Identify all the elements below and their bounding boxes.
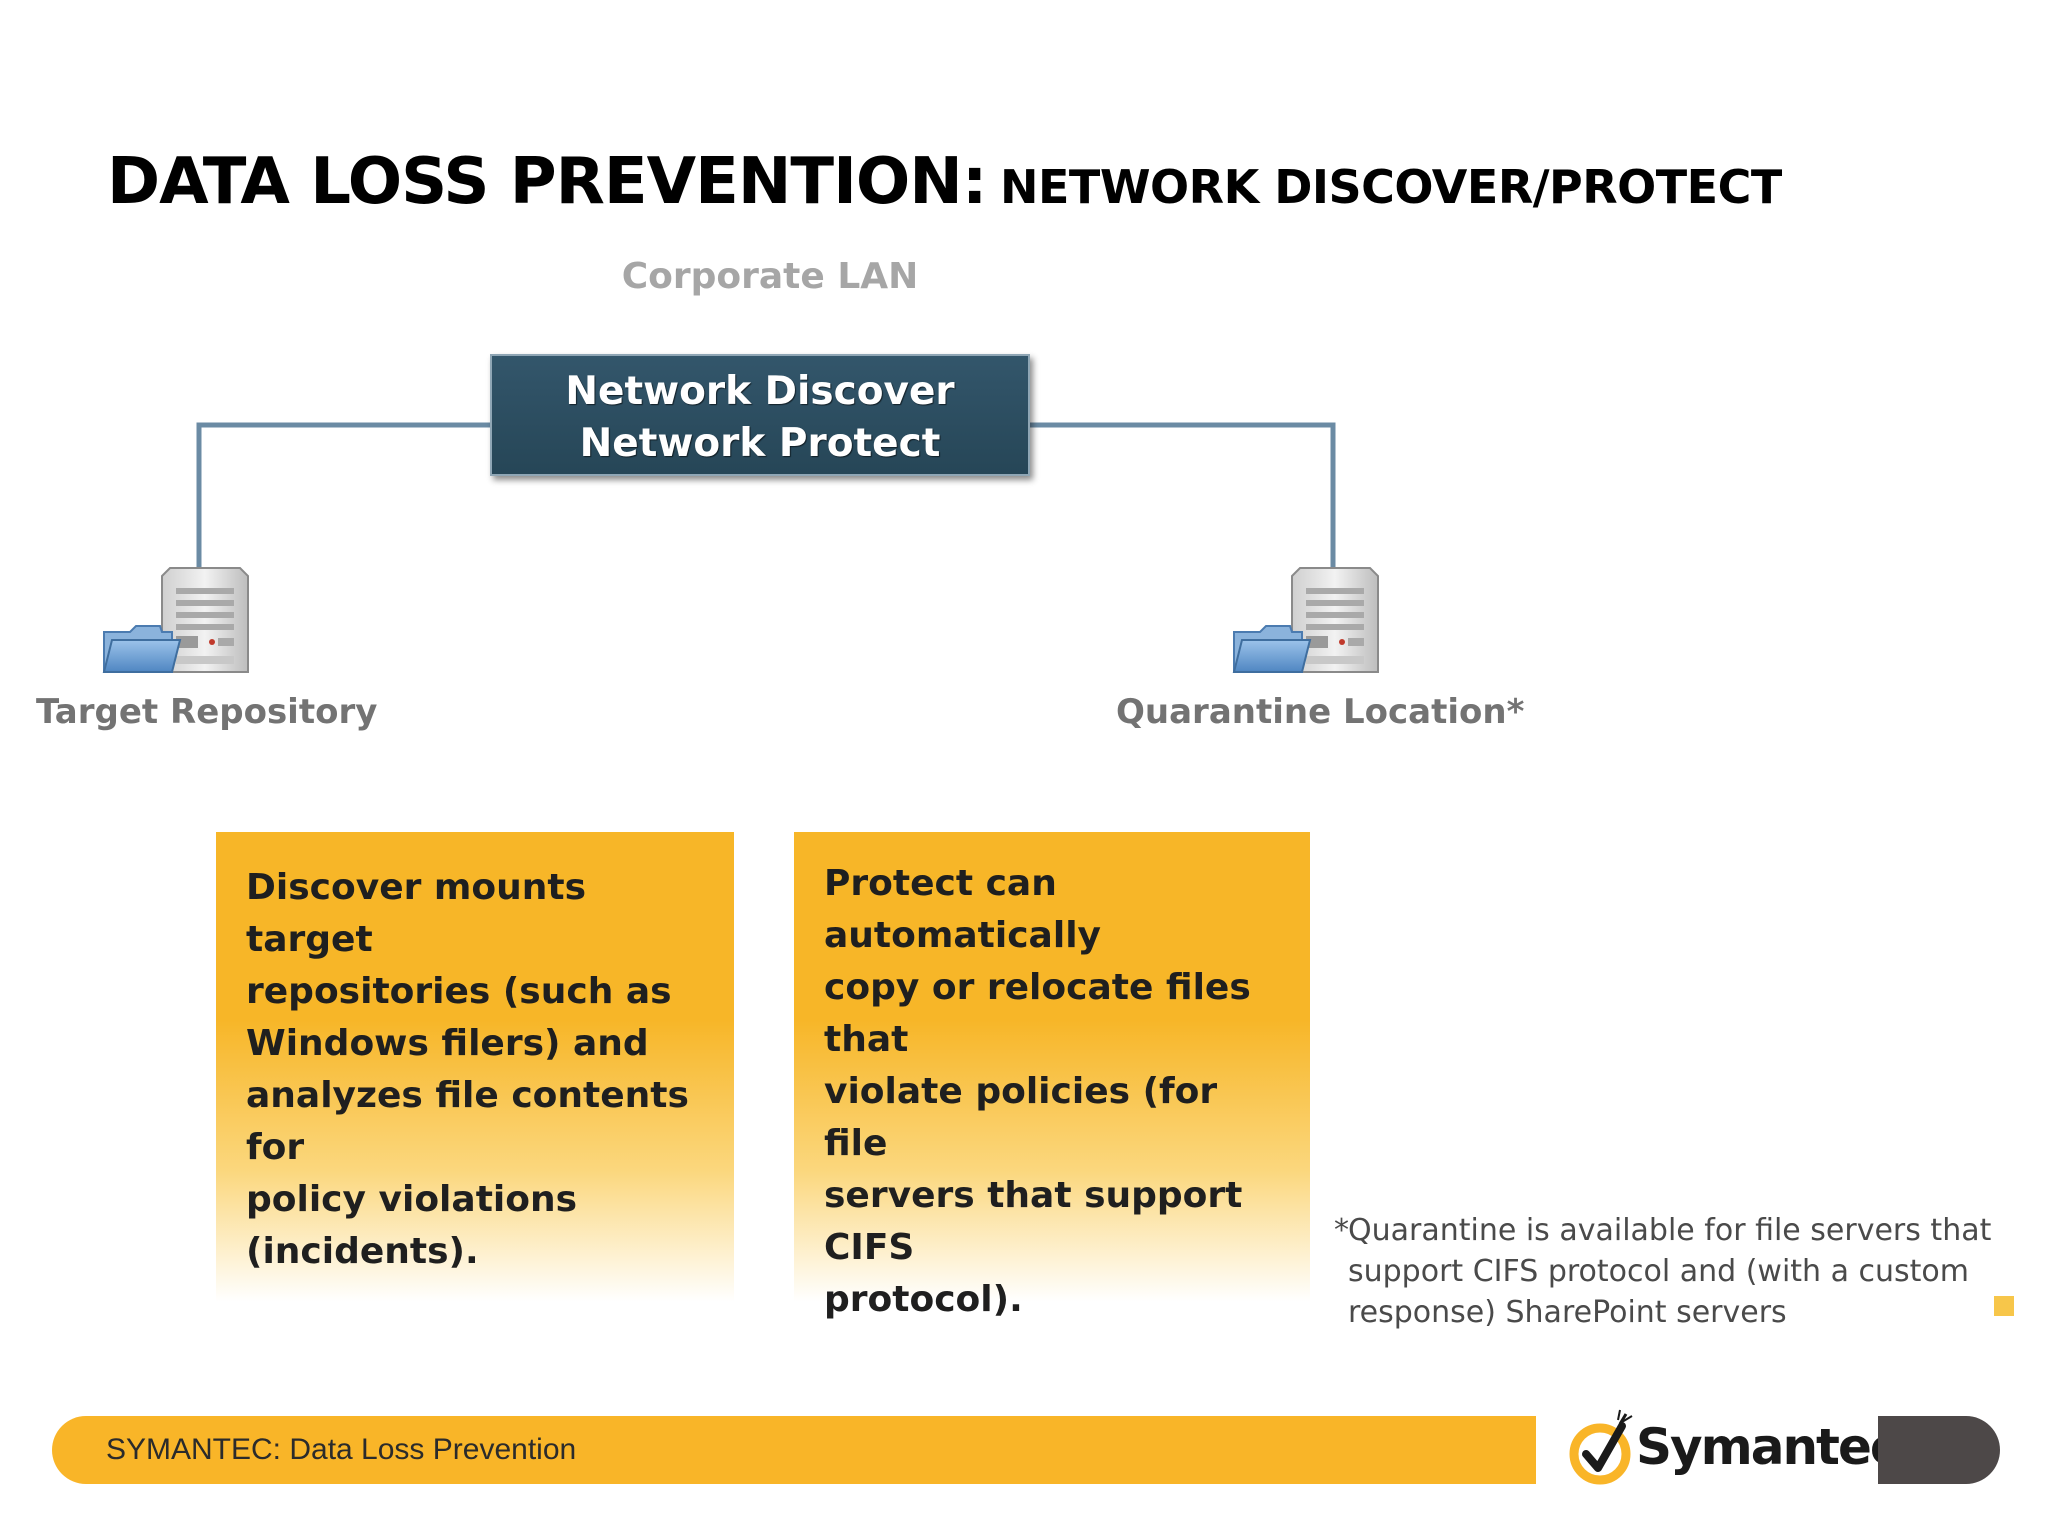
target-repository-server-icon (100, 566, 260, 686)
server-box-line-2: Network Protect (579, 421, 941, 466)
discover-callout-line: Windows filers) and (246, 1023, 649, 1064)
symantec-logo-text: Symantec™ (1636, 1418, 1910, 1476)
quarantine-location-server-icon (1230, 566, 1390, 686)
footnote-marker-square (1994, 1296, 2014, 1316)
protect-callout-line: protocol). (824, 1279, 1023, 1320)
discover-callout-line: Discover mounts target (246, 867, 587, 960)
footnote-asterisk: * (1334, 1213, 1349, 1248)
footnote-line: Quarantine is available for file servers… (1348, 1213, 1992, 1248)
footer-bar: SYMANTEC: Data Loss Prevention (52, 1416, 1536, 1484)
left-connector-line (196, 422, 492, 570)
protect-callout-line: servers that support CIFS (824, 1175, 1243, 1268)
server-box-line-1: Network Discover (565, 369, 955, 414)
discover-callout-line: (incidents). (246, 1231, 479, 1272)
discover-callout-line: repositories (such as (246, 971, 672, 1012)
right-connector-line (1028, 422, 1336, 570)
discover-callout-line: analyzes file contents for (246, 1075, 689, 1168)
protect-callout-line: violate policies (for file (824, 1071, 1218, 1164)
protect-callout-line: copy or relocate files that (824, 967, 1251, 1060)
checkmark-logo-icon (1569, 1409, 1633, 1485)
footnote-line: support CIFS protocol and (with a custom (1348, 1254, 1969, 1289)
footer-text: SYMANTEC: Data Loss Prevention (106, 1433, 577, 1466)
slide-title-sub: NETWORK DISCOVER/PROTECT (1000, 160, 1782, 214)
network-discover-protect-box: Network Discover Network Protect (490, 354, 1030, 476)
footer-tab (1878, 1416, 2000, 1484)
symantec-logo: Symantec™ (1566, 1402, 1910, 1502)
discover-callout: Discover mounts target repositories (suc… (216, 832, 734, 1302)
protect-callout: Protect can automatically copy or reloca… (794, 832, 1310, 1320)
quarantine-footnote: * Quarantine is available for file serve… (1334, 1210, 2018, 1333)
slide-title: DATA LOSS PREVENTION: NETWORK DISCOVER/P… (107, 145, 1782, 219)
protect-callout-line: Protect can automatically (824, 863, 1101, 956)
target-repository-label: Target Repository (36, 692, 378, 732)
footnote-line: response) SharePoint servers (1348, 1295, 1787, 1330)
discover-callout-line: policy violations (246, 1179, 578, 1220)
slide-title-main: DATA LOSS PREVENTION: (107, 145, 987, 219)
quarantine-location-label: Quarantine Location* (1116, 692, 1525, 732)
logo-wordmark: Symantec (1636, 1418, 1899, 1476)
corporate-lan-label: Corporate LAN (621, 256, 919, 297)
